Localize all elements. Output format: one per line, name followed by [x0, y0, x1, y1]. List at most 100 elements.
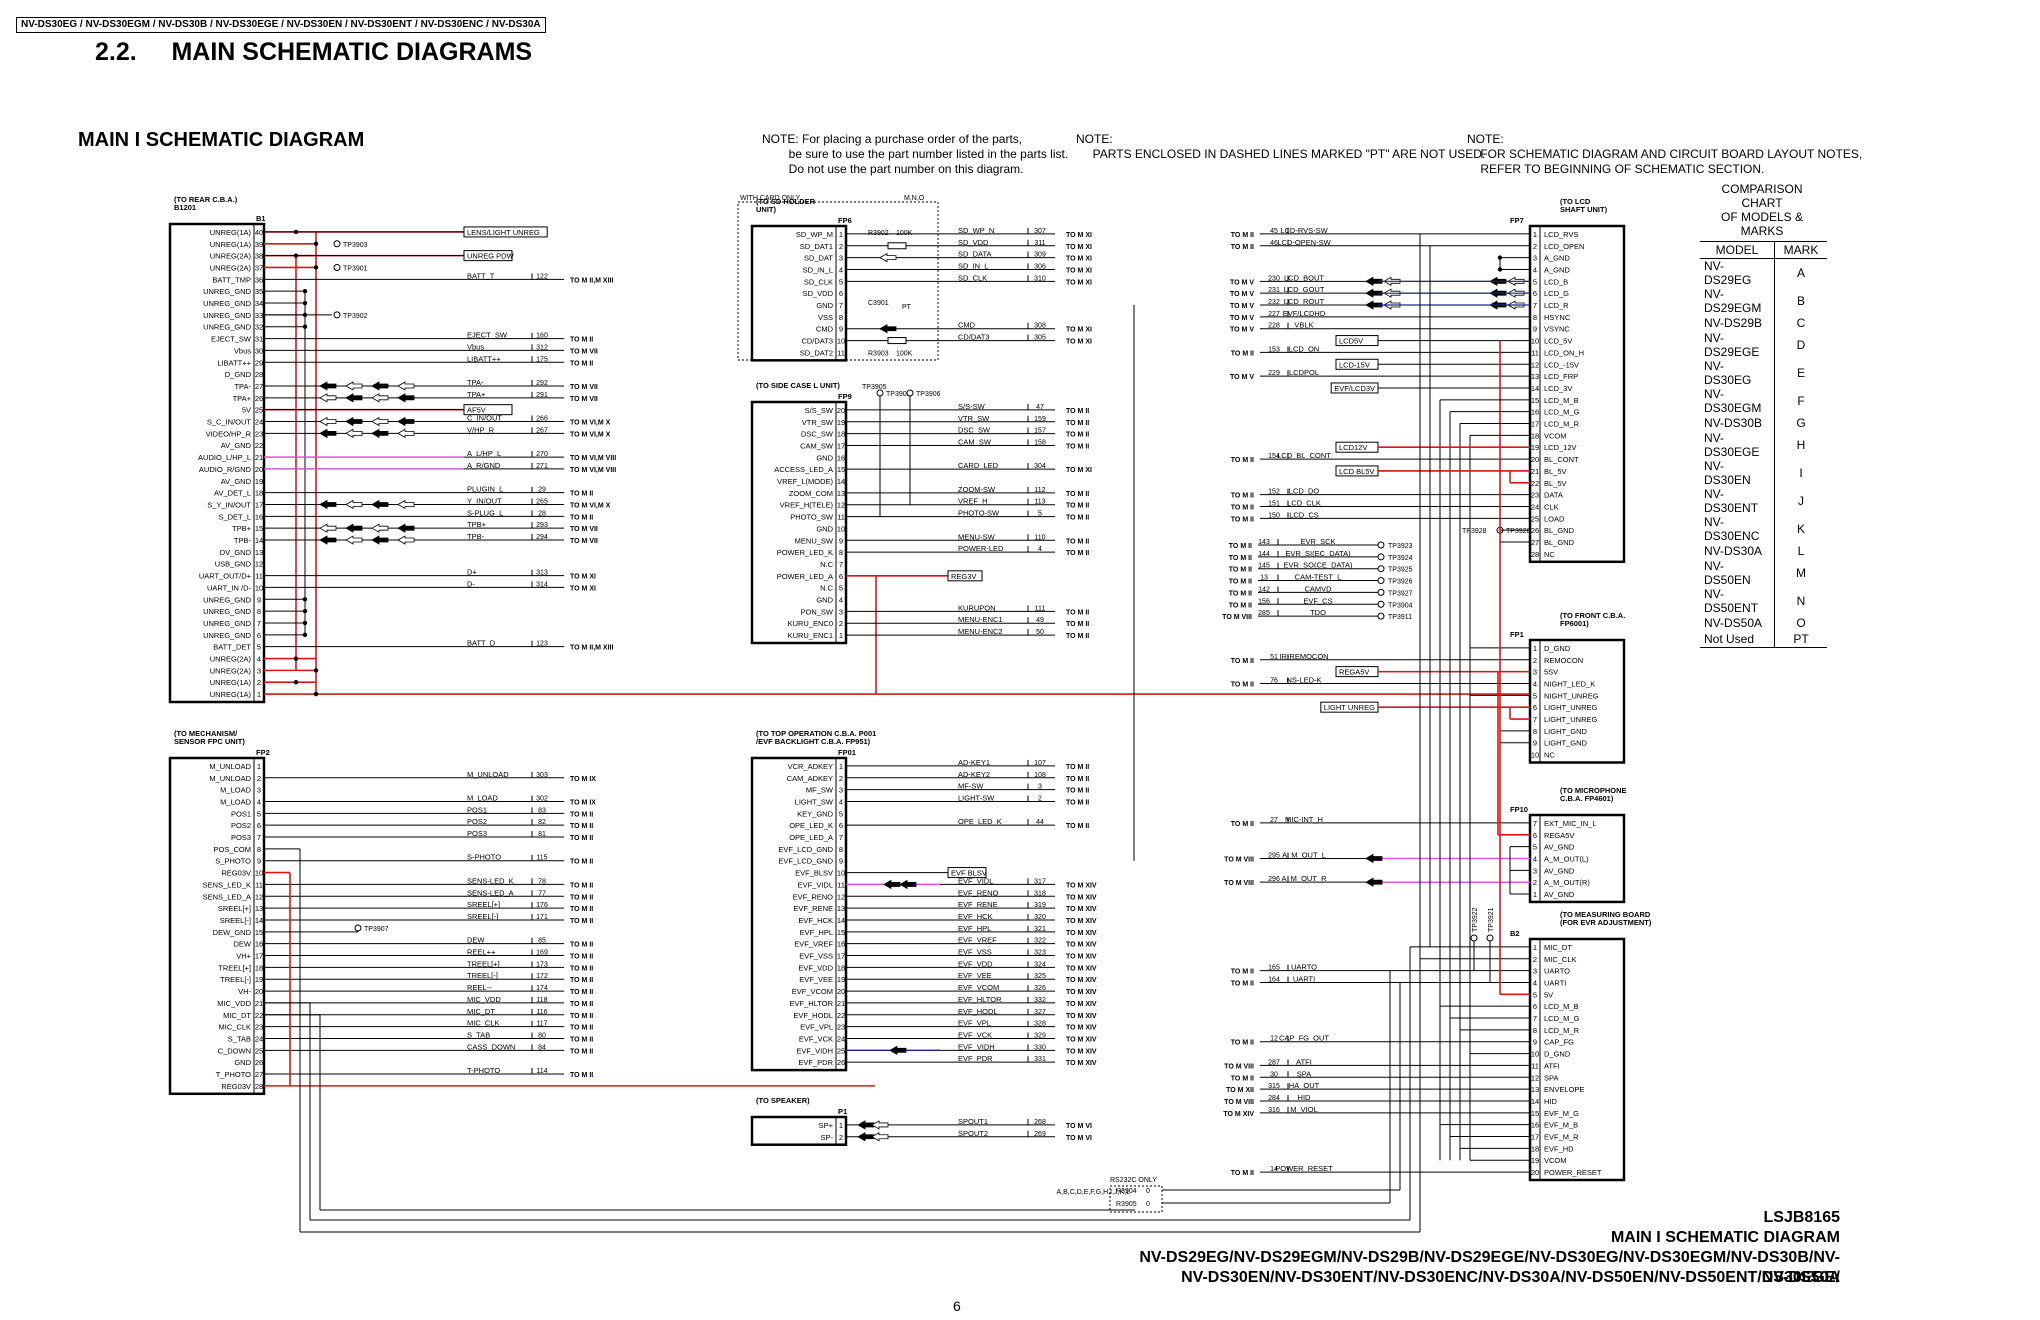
power-tag [1335, 335, 1379, 347]
signal-number: 165 [1268, 965, 1280, 972]
signal-number: 229 [1268, 370, 1280, 377]
pin-name: LCD_R [1544, 301, 1569, 310]
pin-name: MIC_VDD [217, 999, 251, 1008]
signal-number: 176 [536, 902, 548, 909]
signal-label: EVF_CS [1303, 596, 1332, 605]
signal-label: MF-SW [958, 782, 984, 791]
signal-number: 2 [1038, 795, 1042, 802]
signal-number: 13 [1260, 575, 1268, 582]
pin-name: CAP_FG [1544, 1038, 1574, 1047]
pin-number: 32 [255, 323, 263, 332]
pin-name: ACCESS_LED_A [774, 465, 833, 474]
signal-number: 305 [1034, 335, 1046, 342]
pin-number: 8 [1533, 1026, 1537, 1035]
pin-number: 31 [255, 335, 263, 344]
pin-number: 17 [1531, 1133, 1539, 1142]
connector-title: (TO TOP OPERATION C.B.A. P001 [756, 729, 876, 738]
signal-tag [464, 570, 564, 580]
pin-name: EVF_HD [1544, 1144, 1574, 1153]
pin-number: 27 [255, 382, 263, 391]
pin-number: 17 [255, 500, 263, 509]
section-title: 2.2. MAIN SCHEMATIC DIAGRAMS [95, 38, 532, 67]
pin-number: 3 [1533, 967, 1537, 976]
signal-number: 267 [536, 427, 548, 434]
signal-label: S-PHOTO [467, 853, 501, 862]
pin-name: EVF_BLSV [795, 869, 833, 878]
connector-fp10 [1528, 813, 1626, 904]
signal-label: EVF_VIDH [958, 1042, 995, 1051]
pin-name: ZOOM_COM [789, 489, 833, 498]
signal-destination: TO M XIV [1066, 954, 1097, 961]
pin-number: 9 [839, 857, 843, 866]
pin-name: EVF_RENO [793, 892, 834, 901]
pin-name: N.C [820, 560, 834, 569]
test-point [1377, 553, 1385, 561]
signal-arrow [319, 393, 337, 403]
signal-destination: TO M VI [1066, 1135, 1092, 1142]
signal-number: 329 [1034, 1032, 1046, 1039]
connector-title: (TO SPEAKER) [756, 1096, 810, 1105]
signal-destination: TO M II [570, 1001, 593, 1008]
signal-arrow [345, 499, 363, 510]
connector-body [1528, 813, 1626, 904]
power-tag [463, 226, 548, 238]
signal-number: 157 [1034, 428, 1046, 435]
signal-destination: TO M XIV [1066, 942, 1097, 949]
pin-name: UNREG_GND [203, 311, 252, 320]
pin-number: 8 [257, 607, 261, 616]
pin-name: CAM_ADKEY [787, 774, 833, 783]
signal-destination: TO M VII [570, 538, 598, 545]
pin-name: DV_GND [220, 548, 252, 557]
model-name: Not Used [1700, 631, 1775, 648]
pin-number: 8 [839, 845, 843, 854]
power-tag [463, 404, 513, 416]
pin-name: EVF_VREF [794, 940, 833, 949]
pin-number: 5 [839, 809, 843, 818]
power-tag [463, 250, 513, 262]
signal-label: TPB+ [467, 520, 487, 529]
signal-label: LCD_BOUT [1284, 273, 1324, 282]
signal-destination: TO M V [1230, 291, 1254, 298]
signal-arrow [879, 252, 897, 263]
pin-number: 26 [255, 394, 263, 403]
pin-name: AV_GND [221, 477, 252, 486]
test-point-label: TP3905 [862, 384, 887, 391]
test-point [1377, 588, 1385, 596]
rs232c-frame [1109, 1185, 1163, 1213]
signal-destination: TO M XI [1066, 232, 1092, 239]
connector-label: P1 [838, 1107, 847, 1116]
pin-name: 5V [242, 406, 251, 415]
signal-arrow [397, 428, 415, 439]
signal-label: POWER_RESET [1275, 1164, 1333, 1173]
signal-destination: TO M II [570, 918, 593, 925]
signal-destination: TO M VI,M X [570, 502, 611, 509]
signal-number: 319 [1034, 902, 1046, 909]
signal-destination: TO M II [1231, 681, 1254, 688]
connector-title: C.B.A. FP4601) [1560, 794, 1614, 803]
pin-number: 1 [1533, 890, 1537, 899]
pin-name: REG03V [221, 869, 251, 878]
test-point [1470, 934, 1478, 942]
pin-name: NIGHT_UNREG [1544, 691, 1599, 700]
pin-name: D_GND [1544, 644, 1571, 653]
connector-title: FP6001) [1560, 619, 1589, 628]
signal-destination: TO M II [1229, 590, 1252, 597]
signal-label: A_M_OUT_L [1282, 850, 1326, 859]
note-2: NOTE: PARTS ENCLOSED IN DASHED LINES MAR… [1076, 132, 1486, 161]
note-1: NOTE: For placing a purchase order of th… [762, 132, 1069, 176]
pin-name: HID [1544, 1097, 1558, 1106]
power-tag [1335, 358, 1379, 370]
pin-number: 4 [1533, 265, 1537, 274]
signal-number: 84 [538, 1044, 546, 1051]
pin-number: 16 [1531, 408, 1539, 417]
pin-number: 27 [1531, 538, 1539, 547]
pin-number: 4 [1533, 679, 1537, 688]
pin-name: DSC_SW [801, 430, 834, 439]
signal-number: 110 [1034, 534, 1045, 541]
pin-number: 12 [837, 892, 845, 901]
test-point [333, 240, 341, 248]
signal-number: 292 [536, 380, 548, 387]
junction-dot [313, 691, 319, 697]
signal-destination: TO M II [570, 1025, 593, 1032]
